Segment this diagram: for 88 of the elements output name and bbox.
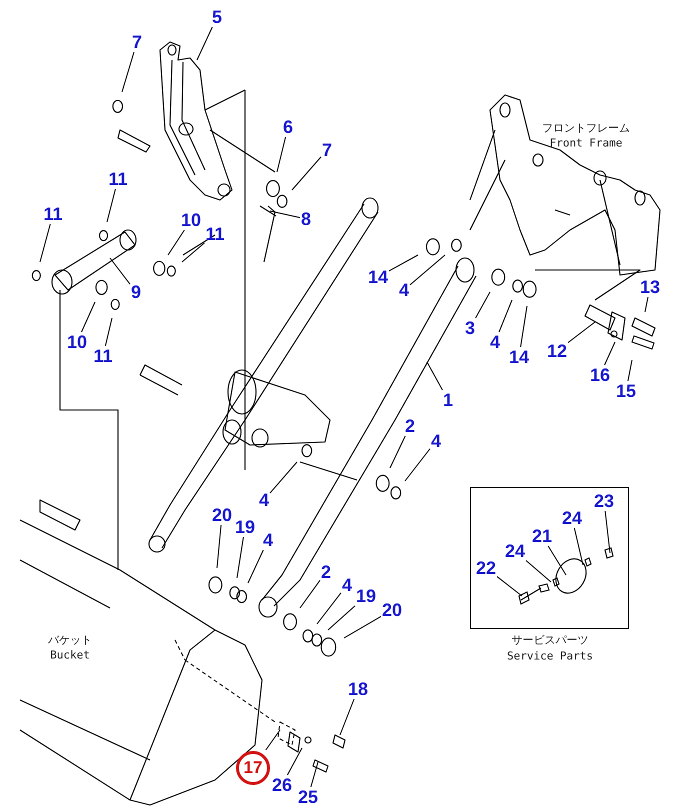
callout-number: 24 (562, 509, 582, 527)
part-name: Bucket (50, 648, 90, 662)
leader-line (122, 52, 134, 92)
callout-number: 16 (590, 366, 610, 384)
leader-line (426, 362, 443, 390)
callout-number: 5 (212, 8, 222, 26)
leader-line (548, 546, 566, 576)
leader-line (410, 254, 446, 286)
leader-line (526, 560, 552, 582)
part-name: バケット (48, 634, 92, 646)
leader-line (292, 156, 322, 190)
caption-text: Service Parts (506, 650, 594, 662)
leader-line (310, 762, 318, 788)
leader-line (316, 592, 342, 624)
leader-line (520, 306, 528, 348)
callout-number: 17 (236, 751, 270, 785)
callout-number: 7 (132, 33, 142, 51)
leader-line (328, 605, 356, 630)
leader-line (604, 510, 610, 554)
leader-line (216, 524, 222, 568)
callout-number: 4 (342, 576, 352, 594)
leader-line (286, 748, 302, 776)
leader-line (568, 322, 596, 344)
callout-number: 3 (465, 319, 475, 337)
callout-number: 24 (504, 542, 526, 560)
callout-number: 6 (283, 118, 293, 136)
callout-number: 19 (234, 518, 256, 536)
callout-number: 4 (263, 531, 273, 549)
leader-line (475, 292, 490, 318)
callout-number: 4 (259, 491, 269, 509)
callout-number: 8 (301, 210, 311, 228)
leader-line (574, 528, 584, 566)
leader-line (106, 188, 116, 222)
callout-number: 20 (382, 601, 402, 619)
leader-line (236, 536, 244, 578)
leader-line (248, 550, 264, 584)
leader-line (498, 300, 512, 332)
callout-number: 11 (43, 205, 63, 223)
leader-line (604, 342, 616, 366)
callout-number: 4 (431, 432, 441, 450)
callout-number: 10 (180, 211, 202, 229)
leader-line (627, 360, 632, 382)
caption-text: サービスパーツ (512, 634, 588, 646)
callout-number: 20 (212, 506, 232, 524)
callout-number: 11 (93, 347, 113, 365)
leader-line (340, 698, 355, 736)
callout-number: 4 (490, 333, 500, 351)
leader-line (104, 318, 112, 346)
callout-number: 9 (131, 283, 141, 301)
leader-line (404, 448, 430, 482)
leader-line (196, 26, 213, 60)
callout-number: 26 (272, 776, 292, 794)
callout-number: 23 (594, 492, 614, 510)
callout-number: 19 (356, 587, 376, 605)
callout-number: 13 (640, 278, 660, 296)
callout-number: 18 (348, 680, 368, 698)
leader-line (265, 730, 280, 750)
leader-line (110, 258, 130, 285)
callout-number: 21 (532, 527, 552, 545)
leader-line (270, 462, 298, 494)
callout-number: 1 (443, 391, 453, 409)
leader-line (390, 436, 406, 468)
callout-number: 22 (476, 559, 496, 577)
part-name: フロントフレーム (542, 122, 630, 134)
callout-number: 12 (546, 342, 568, 360)
leader-line (40, 224, 51, 262)
callout-number: 14 (508, 348, 530, 366)
leader-line (182, 242, 205, 262)
callout-number: 2 (321, 563, 331, 581)
leader-line (496, 576, 522, 596)
callout-number: 4 (399, 281, 409, 299)
callout-number: 10 (66, 333, 88, 351)
part-name: Front Frame (550, 136, 622, 150)
leader-line (644, 296, 648, 312)
leader-line (388, 254, 418, 272)
leader-line (344, 616, 382, 638)
callout-number: 11 (205, 225, 225, 243)
leader-line (300, 580, 320, 608)
callout-number: 11 (108, 170, 128, 188)
callout-number: 25 (298, 788, 318, 806)
callout-number: 7 (322, 141, 332, 159)
callout-number: 2 (405, 417, 415, 435)
leader-line (81, 302, 96, 332)
leader-line (168, 230, 185, 256)
leader-line (276, 136, 286, 172)
callout-number: 15 (616, 382, 636, 400)
leader-line (270, 210, 300, 218)
callout-number: 14 (368, 268, 388, 286)
